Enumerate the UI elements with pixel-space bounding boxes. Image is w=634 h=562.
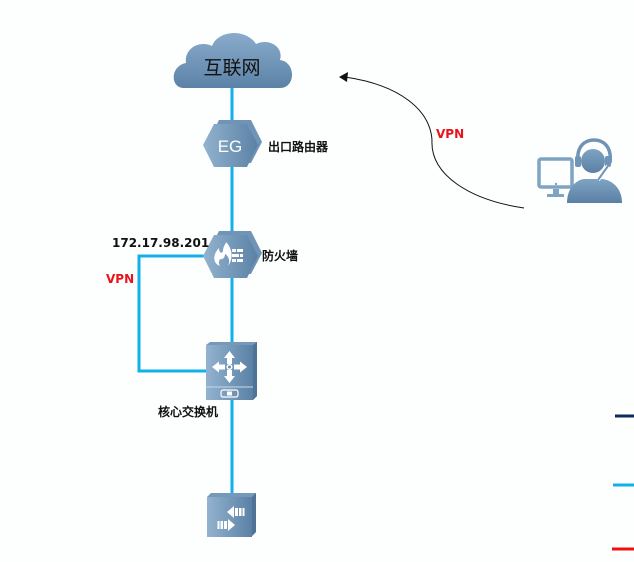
legend xyxy=(612,414,634,551)
brick-wall-icon xyxy=(232,249,243,262)
vpn-loop-link xyxy=(137,254,210,373)
router-device[interactable]: EG xyxy=(203,120,262,167)
firewall-device[interactable] xyxy=(203,231,262,278)
port-icon xyxy=(220,389,239,398)
four-way-arrows-icon xyxy=(212,351,247,383)
firewall-label: 防火墙 xyxy=(262,249,299,263)
vpn-loop-label: VPN xyxy=(106,272,135,286)
access-switch-device[interactable] xyxy=(207,493,256,537)
internet-cloud: 互联网 xyxy=(173,32,292,88)
firewall-ip-label: 172.17.98.201 xyxy=(112,236,210,250)
bidirectional-arrows-icon xyxy=(217,506,245,531)
headset-user-icon xyxy=(567,138,622,203)
router-label: 出口路由器 xyxy=(268,140,329,154)
main-uplink-lines xyxy=(137,88,234,496)
core-switch-device[interactable] xyxy=(206,342,257,400)
flame-icon xyxy=(214,242,232,266)
router-hexagon-icon xyxy=(203,124,258,167)
access-switch-icon xyxy=(207,497,252,537)
vpn-remote-label: VPN xyxy=(436,127,465,141)
core-switch-label: 核心交换机 xyxy=(158,405,219,419)
cloud-icon xyxy=(173,32,292,88)
remote-vpn-arrow xyxy=(344,76,525,209)
arrowhead-icon xyxy=(339,72,348,82)
remote-user[interactable] xyxy=(537,138,622,203)
router-icon-text: EG xyxy=(218,137,243,156)
internet-label: 互联网 xyxy=(203,57,260,79)
monitor-icon xyxy=(537,157,574,197)
